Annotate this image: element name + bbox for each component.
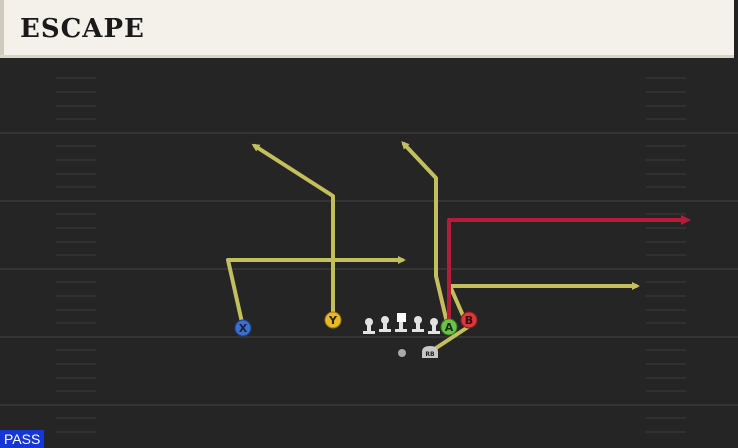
quarterback-icon [398,349,406,357]
lineman-icon [379,316,391,332]
x-button-icon[interactable]: X [234,319,252,337]
x-button-label: X [239,322,248,335]
y-button-icon[interactable]: Y [324,311,342,329]
running-back-label: RB [425,351,435,358]
routes [226,141,691,354]
route-y [251,143,335,322]
a-button-icon[interactable]: A [440,318,458,336]
title-bar-accent [0,0,4,55]
route-x [226,256,406,329]
offensive-line [363,313,440,334]
center-icon [395,313,407,332]
route-b [447,215,691,329]
lineman-icon [412,316,424,332]
field-background [0,58,738,448]
lineman-icon [363,318,375,334]
route-a [401,141,450,329]
play-type-badge: PASS [0,430,45,448]
route-rb [428,282,640,354]
running-back-icon[interactable]: RB [422,346,438,358]
a-button-label: A [445,321,454,334]
play-title: ESCAPE [20,14,145,44]
title-bar: ESCAPE [0,0,734,58]
b-button-icon[interactable]: B [460,311,478,329]
b-button-label: B [465,314,473,327]
hash-marks-right [646,77,686,433]
lineman-icon [428,318,440,334]
hash-marks-left [56,77,96,433]
yard-lines [0,132,738,406]
y-button-label: Y [328,314,338,327]
